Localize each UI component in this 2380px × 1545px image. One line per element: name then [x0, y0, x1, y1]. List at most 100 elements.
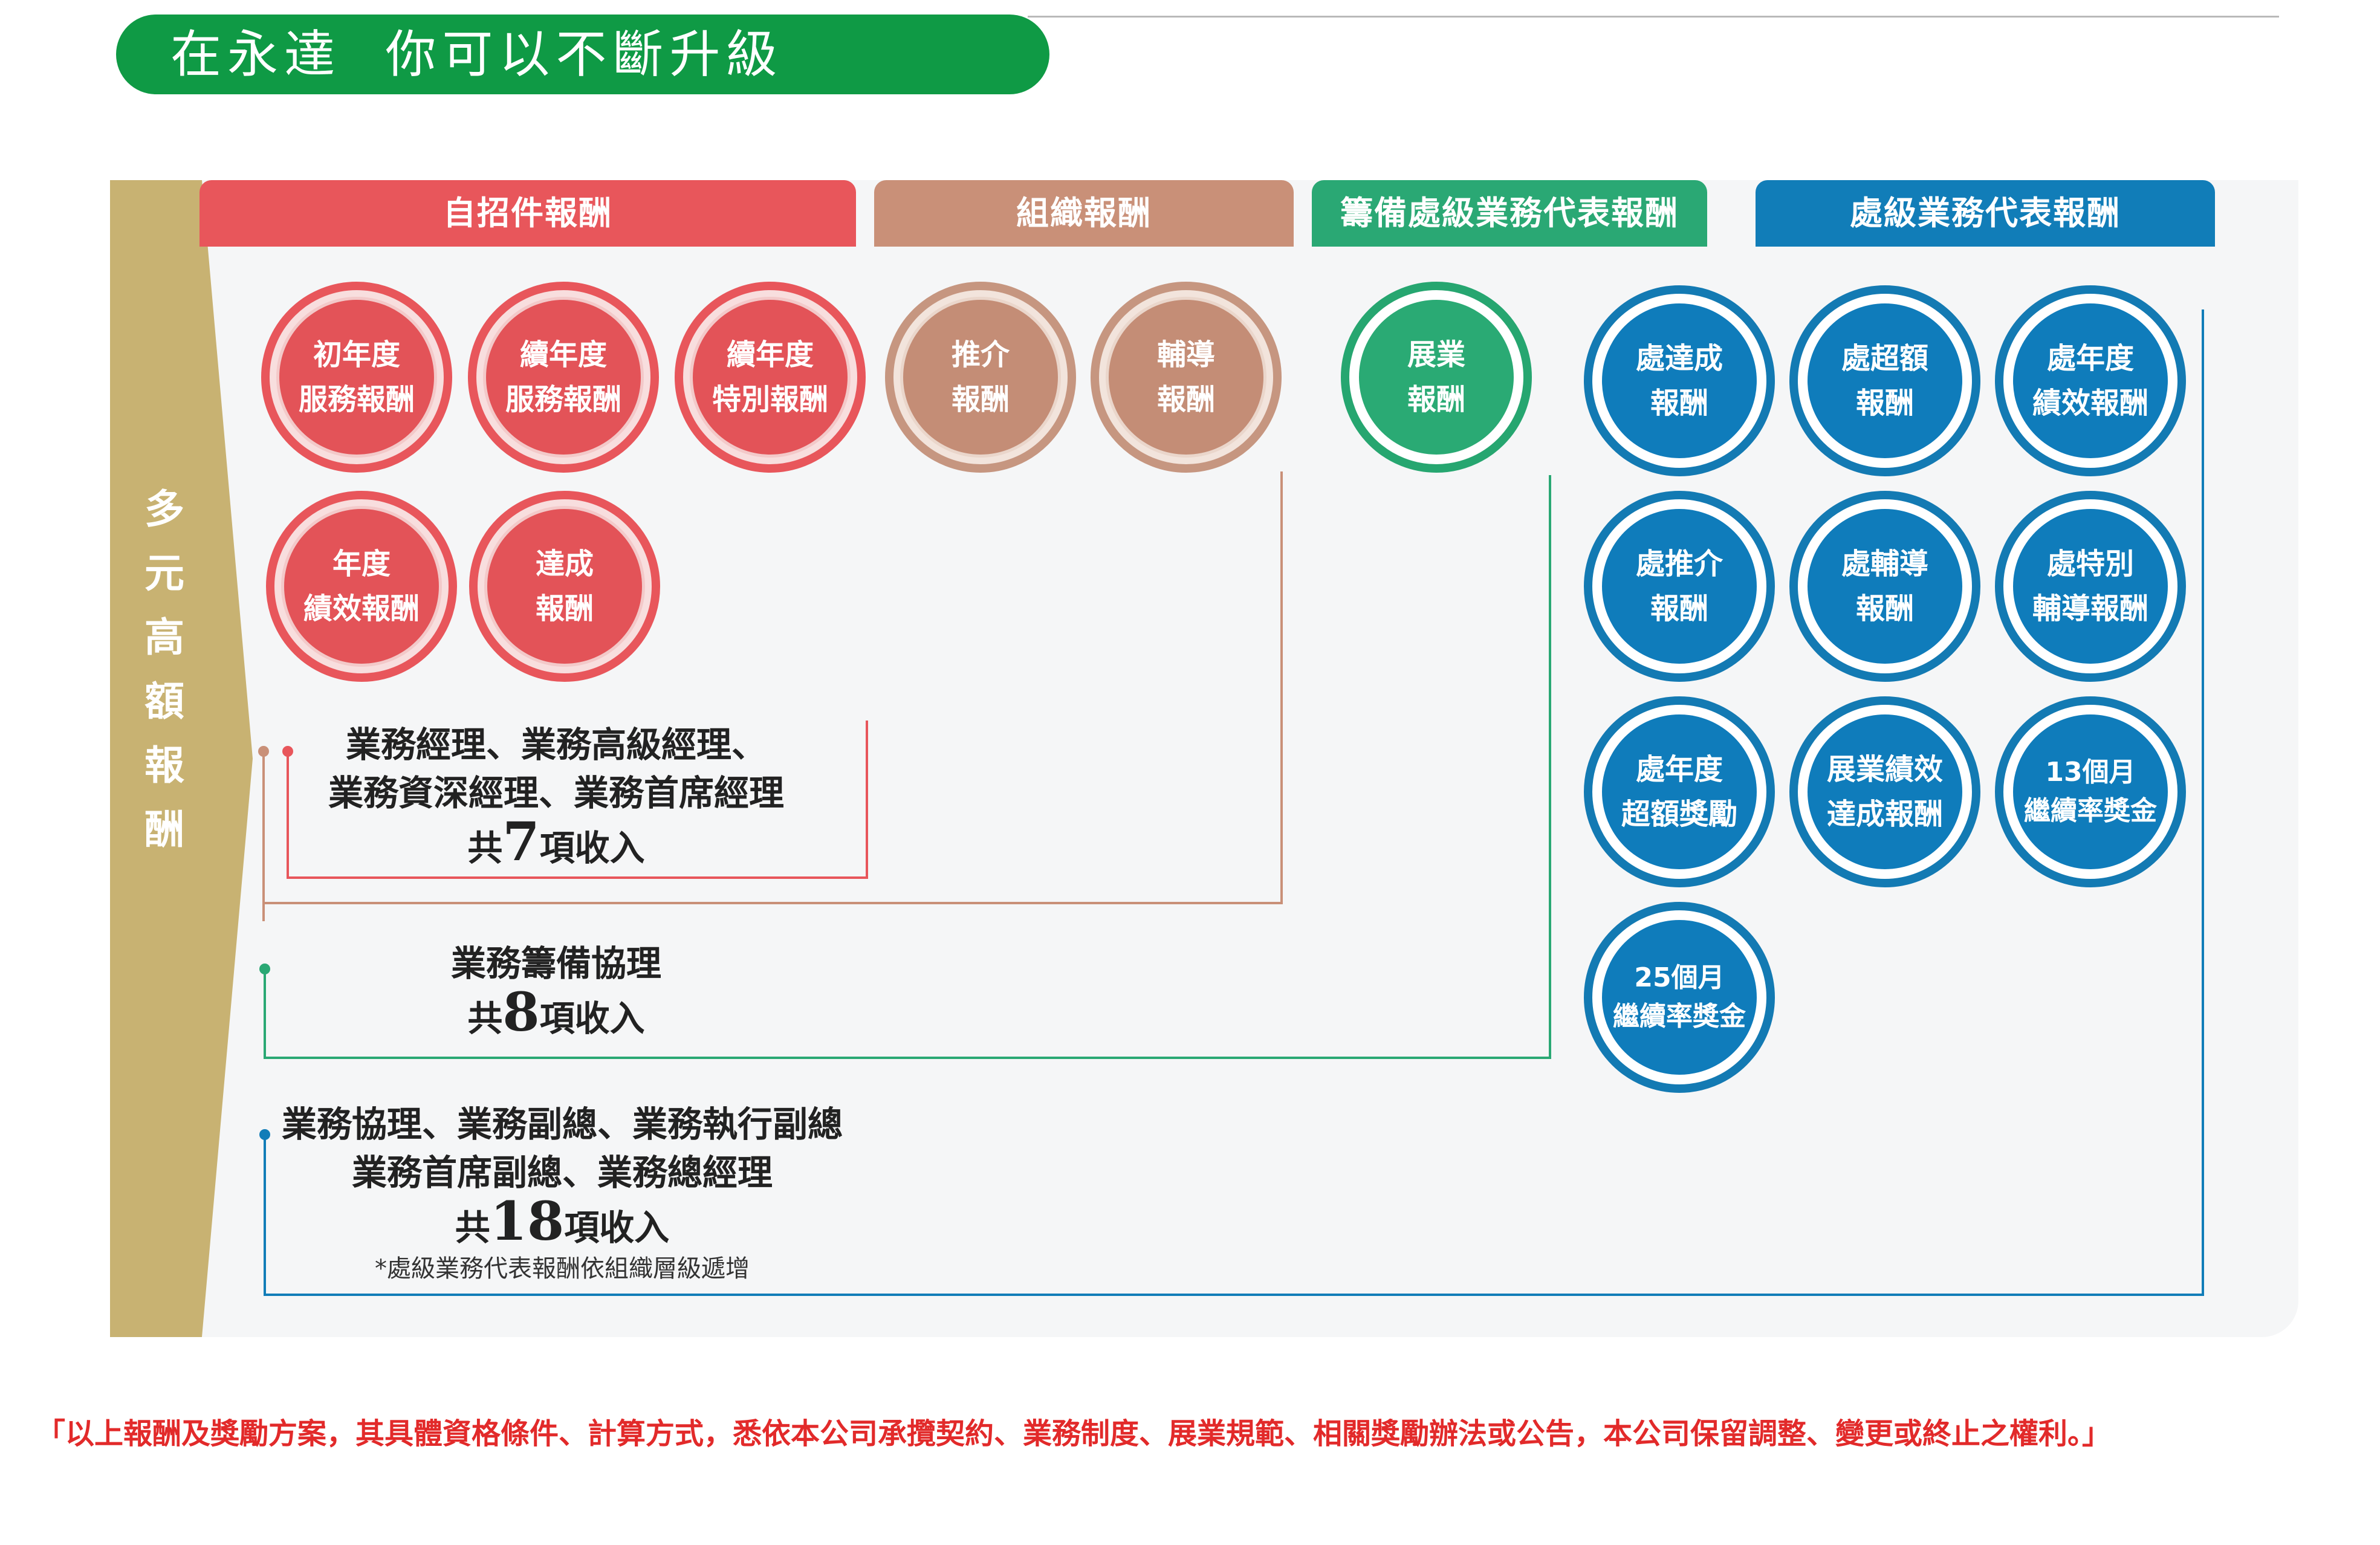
compensation-circle: 處達成 報酬	[1584, 285, 1775, 476]
circle-label: 達成報酬	[1826, 797, 1943, 831]
side-label-char: 酬	[144, 806, 184, 853]
connector-line	[287, 752, 289, 879]
circle-label: 處推介	[1635, 547, 1723, 581]
connector-line	[2202, 309, 2204, 1296]
connector-line	[1549, 475, 1551, 1059]
connector-line	[262, 752, 265, 921]
circle-label: 服務報酬	[505, 383, 621, 416]
circle-label: 初年度	[313, 338, 400, 372]
connector-dot	[282, 746, 293, 757]
circle-label: 續年度	[519, 338, 607, 372]
compensation-circle: 處推介 報酬	[1584, 491, 1775, 682]
top-divider	[1028, 16, 2279, 18]
circle-label: 處超額	[1841, 342, 1928, 375]
category-header-prep-director: 籌備處級業務代表報酬	[1312, 180, 1707, 247]
category-header-director: 處級業務代表報酬	[1756, 180, 2215, 247]
circle-label: 報酬	[1855, 386, 1914, 420]
circle-label: 續年度	[726, 338, 814, 372]
circle-label: 績效報酬	[2032, 386, 2148, 420]
circle-label: 處達成	[1635, 342, 1723, 375]
side-label-char: 高	[144, 614, 184, 661]
category-header-organization: 組織報酬	[874, 180, 1294, 247]
group-title-line: 業務協理、業務副總、業務執行副總	[281, 1104, 843, 1145]
circle-label: 報酬	[1156, 383, 1215, 416]
circle-label: 繼續率獎金	[1613, 1001, 1746, 1032]
connector-line	[262, 902, 1282, 904]
circle-label: 報酬	[1855, 592, 1914, 626]
group-title-line: 業務首席副總、業務總經理	[351, 1152, 773, 1193]
connector-line	[287, 876, 868, 879]
group-director: 業務協理、業務副總、業務執行副總 業務首席副總、業務總經理 共18項收入 *處級…	[278, 1100, 846, 1286]
compensation-circle: 推介 報酬	[885, 282, 1076, 473]
circle-label: 報酬	[951, 383, 1010, 416]
circle-label: 推介	[951, 338, 1010, 372]
connector-line	[264, 970, 266, 1059]
circle-label: 13個月	[2045, 757, 2136, 788]
compensation-circle: 展業 報酬	[1341, 282, 1532, 473]
circle-label: 輔導	[1156, 338, 1215, 372]
compensation-circle: 處超額 報酬	[1789, 285, 1980, 476]
group-title-line: 業務資深經理、業務首席經理	[328, 772, 784, 814]
side-label-char: 元	[144, 550, 184, 597]
group-title-line: 業務籌備協理	[450, 943, 661, 984]
connector-dot	[259, 964, 270, 974]
connector-line	[264, 1294, 2204, 1296]
category-header-self-recruit: 自招件報酬	[199, 180, 856, 247]
side-label-char: 報	[144, 742, 184, 789]
page-title: 在永達 你可以不斷升級	[116, 15, 1049, 94]
compensation-circle: 處年度 績效報酬	[1995, 285, 2186, 476]
side-arrow-band	[110, 180, 253, 1337]
group-count: 共7項收入	[467, 810, 645, 873]
circle-label: 達成	[535, 547, 594, 581]
compensation-circle: 輔導 報酬	[1091, 282, 1282, 473]
compensation-circle: 續年度 服務報酬	[468, 282, 659, 473]
circle-label: 超額獎勵	[1621, 797, 1737, 831]
connector-line	[866, 721, 868, 879]
circle-label: 服務報酬	[298, 383, 415, 416]
circle-label: 報酬	[1407, 383, 1465, 416]
group-count-number: 7	[502, 810, 540, 873]
compensation-circle: 初年度 服務報酬	[261, 282, 452, 473]
group-note: *處級業務代表報酬依組織層級遞增	[375, 1255, 750, 1283]
connector-line	[264, 1057, 1551, 1059]
circle-label: 展業	[1407, 338, 1465, 372]
compensation-circle: 13個月 繼續率獎金	[1995, 696, 2186, 887]
compensation-circle: 25個月 繼續率獎金	[1584, 902, 1775, 1093]
compensation-circle: 處特別 輔導報酬	[1995, 491, 2186, 682]
compensation-circle: 達成 報酬	[469, 491, 660, 682]
circle-label: 繼續率獎金	[2024, 795, 2157, 826]
compensation-circle: 處年度 超額獎勵	[1584, 696, 1775, 887]
side-label: 多 元 高 額 報 酬	[134, 478, 195, 862]
circle-label: 績效報酬	[303, 592, 420, 626]
circle-label: 25個月	[1634, 962, 1725, 993]
circle-label: 年度	[332, 547, 391, 581]
group-count-number: 8	[502, 980, 540, 1043]
side-label-char: 額	[144, 678, 184, 725]
compensation-circle: 展業績效 達成報酬	[1789, 696, 1980, 887]
circle-label: 特別報酬	[712, 383, 828, 416]
circle-label: 處特別	[2046, 547, 2134, 581]
side-label-char: 多	[144, 486, 184, 533]
compensation-circle: 續年度 特別報酬	[675, 282, 866, 473]
circle-label: 報酬	[535, 592, 594, 626]
group-manager: 業務經理、業務高級經理、 業務資深經理、業務首席經理 共7項收入	[302, 721, 810, 872]
circle-label: 處年度	[2046, 342, 2134, 375]
connector-dot	[259, 1129, 270, 1140]
circle-label: 報酬	[1650, 386, 1708, 420]
connector-line	[1280, 471, 1283, 904]
group-count: 共8項收入	[467, 980, 645, 1043]
connector-dot	[258, 746, 269, 757]
circle-label: 處年度	[1635, 753, 1723, 786]
group-count: 共18項收入	[455, 1190, 670, 1252]
disclaimer: 「以上報酬及獎勵方案，其具體資格條件、計算方式，悉依本公司承攬契約、業務制度、展…	[36, 1417, 2112, 1451]
group-count-number: 18	[490, 1190, 565, 1252]
compensation-circle: 年度 績效報酬	[266, 491, 457, 682]
circle-label: 處輔導	[1841, 547, 1928, 581]
group-prep-director: 業務籌備協理 共8項收入	[339, 939, 774, 1043]
group-title-line: 業務經理、業務高級經理、	[345, 724, 767, 765]
circle-label: 報酬	[1650, 592, 1708, 626]
circle-label: 輔導報酬	[2032, 592, 2148, 626]
compensation-circle: 處輔導 報酬	[1789, 491, 1980, 682]
circle-label: 展業績效	[1826, 753, 1943, 786]
connector-line	[264, 1135, 266, 1296]
